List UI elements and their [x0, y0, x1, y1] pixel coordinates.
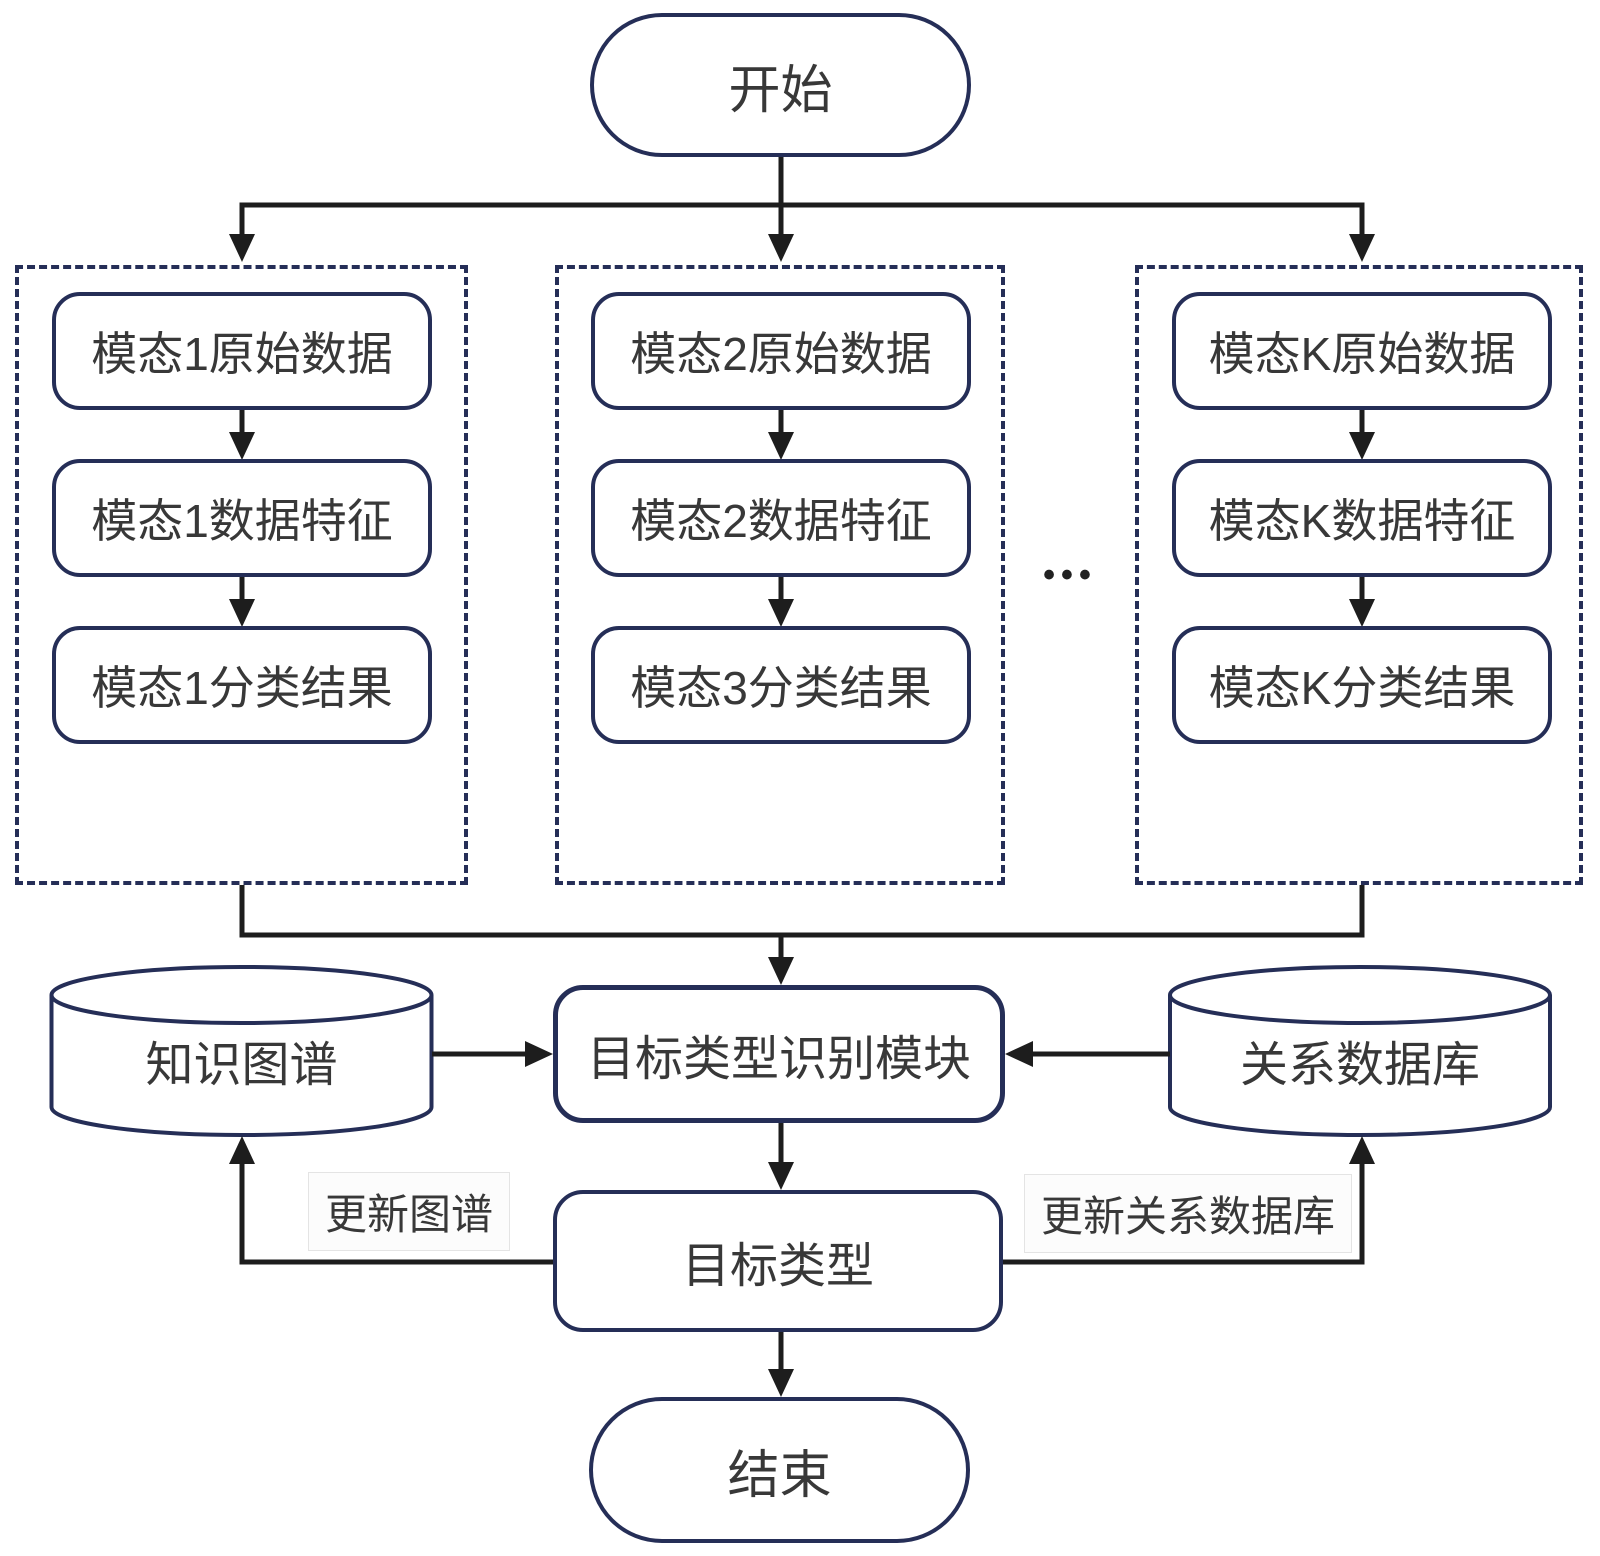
arrow-target-to-end-head	[768, 1369, 794, 1397]
relational-db-cylinder	[1168, 965, 1552, 1137]
column1-arrowheads	[229, 432, 255, 627]
modality2-raw-data-box: 模态2原始数据	[591, 292, 971, 410]
feedback-update-db-line	[1003, 1162, 1365, 1265]
end-node: 结束	[589, 1397, 970, 1543]
merge-lines	[239, 885, 1365, 961]
merge-arrowhead	[768, 957, 794, 985]
modality1-result-box: 模态1分类结果	[52, 626, 432, 744]
update-graph-label: 更新图谱	[308, 1172, 511, 1251]
modalityK-raw-data-box: 模态K原始数据	[1172, 292, 1552, 410]
modality1-group-box	[15, 265, 468, 885]
modalityK-features-box: 模态K数据特征	[1172, 459, 1552, 577]
modality2-result-box: 模态3分类结果	[591, 626, 971, 744]
feedback-update-graph-line	[239, 1162, 553, 1265]
start-node: 开始	[590, 13, 971, 157]
update-db-label: 更新关系数据库	[1024, 1174, 1353, 1253]
recognition-module-box: 目标类型识别模块	[553, 985, 1005, 1123]
ellipsis-dots: •••	[1043, 555, 1097, 594]
modality2-features-box: 模态2数据特征	[591, 459, 971, 577]
arrow-kg-to-module-head	[525, 1041, 553, 1067]
column2-arrowheads	[768, 432, 794, 627]
column3-arrowheads	[1349, 432, 1375, 627]
target-type-box: 目标类型	[553, 1190, 1003, 1332]
feedback-update-graph-head	[229, 1136, 255, 1164]
feedback-update-db-head	[1349, 1136, 1375, 1164]
modality1-raw-data-box: 模态1原始数据	[52, 292, 432, 410]
modalityK-group-box	[1135, 265, 1583, 885]
arrow-module-to-target-head	[768, 1162, 794, 1190]
relational-db-label: 关系数据库	[1239, 1039, 1480, 1092]
branch-arrowheads	[229, 234, 1375, 262]
knowledge-graph-cylinder	[49, 965, 434, 1137]
arrow-db-to-module-head	[1005, 1041, 1033, 1067]
arrow-start-to-branches	[239, 157, 1365, 238]
modalityK-result-box: 模态K分类结果	[1172, 626, 1552, 744]
knowledge-graph-label: 知识图谱	[145, 1039, 338, 1092]
modality1-features-box: 模态1数据特征	[52, 459, 432, 577]
modality2-group-box	[555, 265, 1005, 885]
